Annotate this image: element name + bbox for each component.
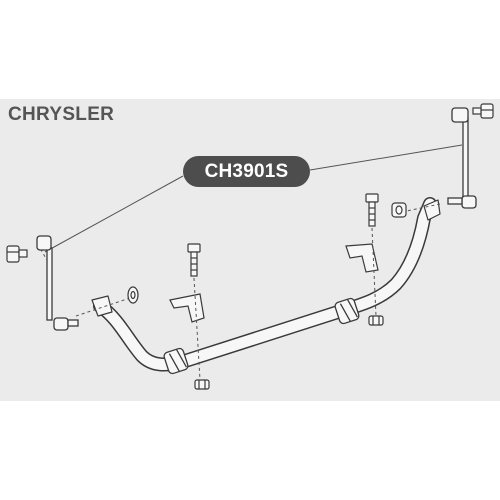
callout-lines [44,144,463,253]
right-bracket-bolt [365,193,379,227]
part-number-badge: CH3901S [183,156,310,187]
brand-label: CHRYSLER [8,104,115,125]
right-bushing [334,297,360,325]
left-end-link [36,235,79,331]
left-bushing [163,347,189,375]
left-lower-nut [194,379,210,390]
right-end-link [447,107,477,209]
left-bracket-bolt [187,243,201,277]
left-link-nut [6,245,28,263]
right-lower-nut [368,315,384,326]
right-link-nut [472,103,494,119]
stabilizer-bar [91,197,441,372]
right-bracket [345,243,379,273]
right-washer [391,202,407,218]
left-washer [127,286,139,304]
part-number-label: CH3901S [204,160,289,182]
left-bracket [169,293,205,323]
